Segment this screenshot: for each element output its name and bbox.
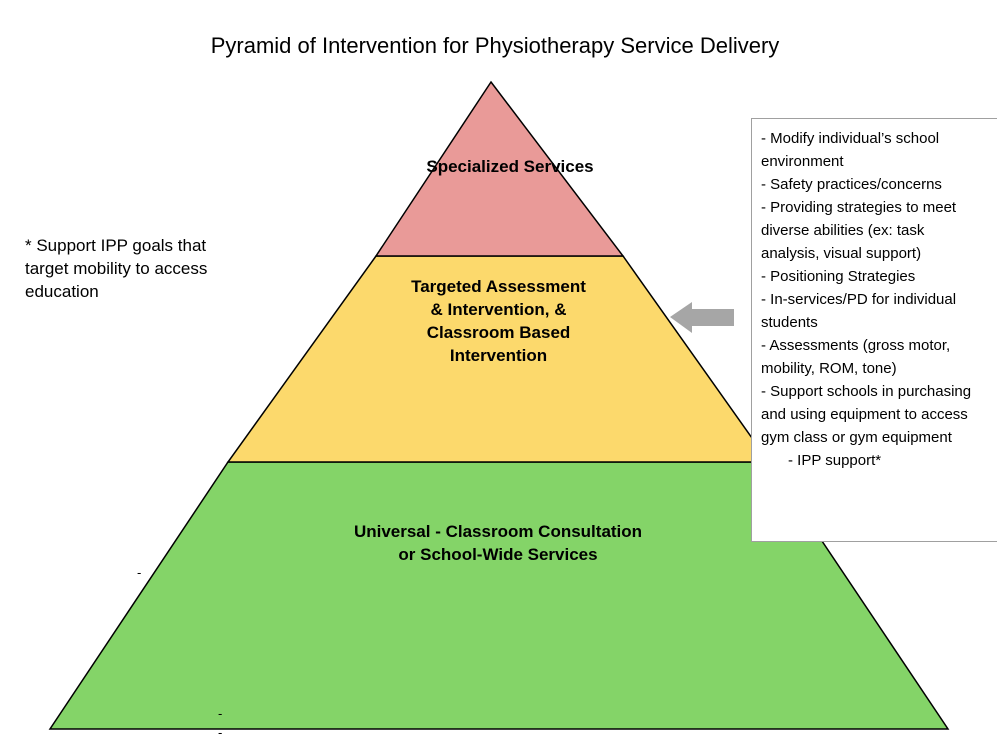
side-note-line: education bbox=[25, 282, 99, 301]
bullet-line: mobility, ROM, tone) bbox=[761, 360, 897, 377]
stray-dash-mark: - bbox=[137, 565, 142, 580]
bullet-line: and using equipment to access bbox=[761, 406, 968, 423]
intervention-details-box: - Modify individual’s school environment… bbox=[751, 118, 997, 542]
tier-bottom-line: or School-Wide Services bbox=[398, 545, 598, 564]
tier-bottom-label: Universal - Classroom Consultation or Sc… bbox=[298, 520, 698, 566]
bullet-line: environment bbox=[761, 153, 844, 170]
bullet-line: - Support schools in purchasing bbox=[761, 383, 972, 400]
bullet-line: - Providing strategies to meet bbox=[761, 199, 957, 216]
tier-middle-line: & Intervention, & bbox=[430, 300, 567, 319]
diagram-title: Pyramid of Intervention for Physiotherap… bbox=[210, 33, 780, 58]
tier-middle-label: Targeted Assessment & Intervention, & Cl… bbox=[370, 275, 627, 367]
bullet-line: - In-services/PD for individual bbox=[761, 291, 957, 308]
bullet-line: students bbox=[761, 314, 818, 331]
bullet-line: - Safety practices/concerns bbox=[761, 176, 942, 193]
side-note: * Support IPP goals that target mobility… bbox=[25, 234, 255, 303]
bullet-line: - Positioning Strategies bbox=[761, 268, 916, 285]
side-note-line: target mobility to access bbox=[25, 259, 208, 278]
tier-middle-line: Classroom Based bbox=[426, 323, 571, 342]
stray-dash-mark: - bbox=[218, 725, 223, 740]
bullet-line-indented: - IPP support* bbox=[788, 452, 882, 469]
tier-middle-line: Targeted Assessment bbox=[411, 277, 586, 296]
tier-top-label: Specialized Services bbox=[392, 155, 628, 178]
tier-top-label-text: Specialized Services bbox=[426, 157, 594, 176]
bullet-line: gym class or gym equipment bbox=[761, 429, 952, 446]
tier-top-shape bbox=[374, 80, 625, 257]
stray-dash-mark: - bbox=[218, 706, 223, 721]
bullet-line: analysis, visual support) bbox=[761, 245, 922, 262]
left-arrow-icon bbox=[670, 302, 734, 333]
tier-bottom-line: Universal - Classroom Consultation bbox=[353, 522, 643, 541]
side-note-line: * Support IPP goals that bbox=[25, 236, 207, 255]
tier-middle-line: Intervention bbox=[449, 346, 548, 365]
bullet-line: diverse abilities (ex: task bbox=[761, 222, 925, 239]
bullet-line: - Modify individual’s school bbox=[761, 130, 940, 147]
bullet-line: - Assessments (gross motor, bbox=[761, 337, 951, 354]
